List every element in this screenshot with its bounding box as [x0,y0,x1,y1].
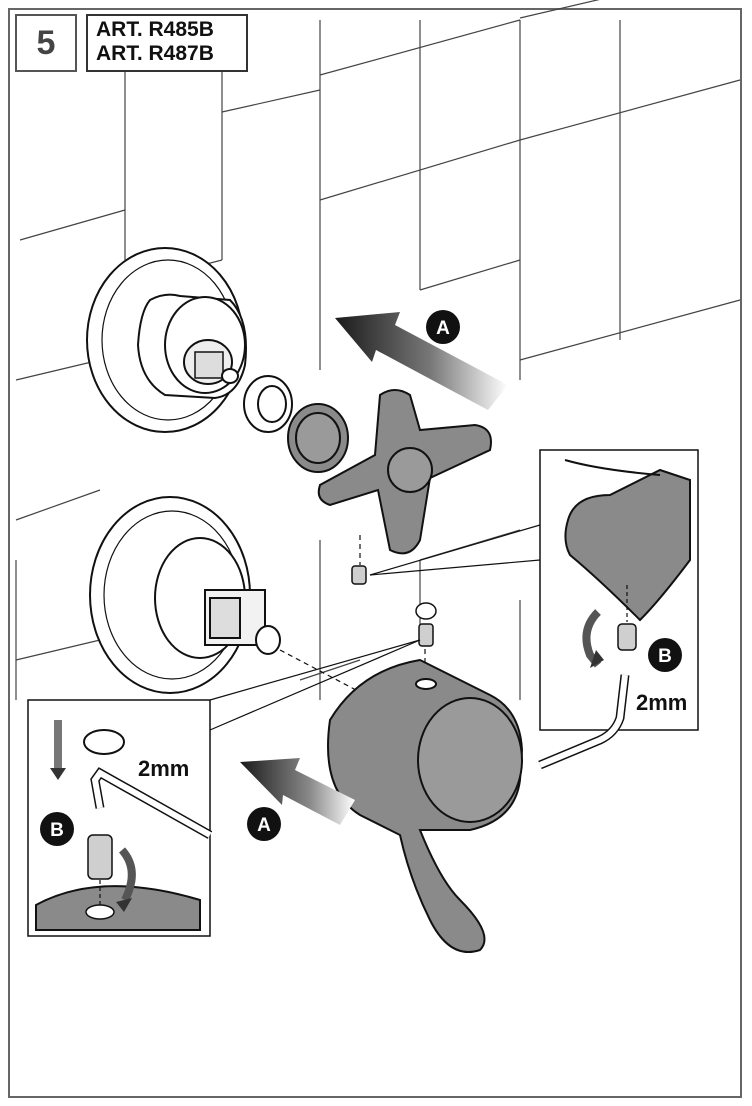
insertion-arrow-top [335,312,508,410]
hex-key-size-left: 2mm [138,756,189,781]
insertion-arrow-bottom [240,758,355,825]
callout-a-bottom-label: A [257,815,271,836]
cross-handle [287,389,492,555]
assembly-guides [279,535,426,701]
article-codes-box: ART. R485B ART. R487B [86,14,248,72]
detail-inset-right [369,449,699,770]
top-escutcheon [86,247,247,433]
wall-tiles [15,0,741,700]
callout-b-left: B [40,812,74,846]
article-code: ART. R487B [96,42,214,65]
article-code: ART. R485B [96,18,214,41]
callout-b-right: B [648,638,682,672]
step-number-box: 5 [15,14,77,72]
callout-a-top: A [426,310,460,344]
callout-a-bottom: A [247,807,281,841]
set-screws [351,565,437,647]
callout-b-left-label: B [50,820,64,841]
lever-handle [327,658,524,953]
callout-a-top-label: A [436,318,450,339]
page-frame [8,8,742,1098]
step-number: 5 [36,23,56,62]
bottom-escutcheon [89,496,281,694]
washer-ring [243,375,293,433]
callout-b-right-label: B [658,646,672,667]
hex-key-size-right: 2mm [636,690,687,715]
